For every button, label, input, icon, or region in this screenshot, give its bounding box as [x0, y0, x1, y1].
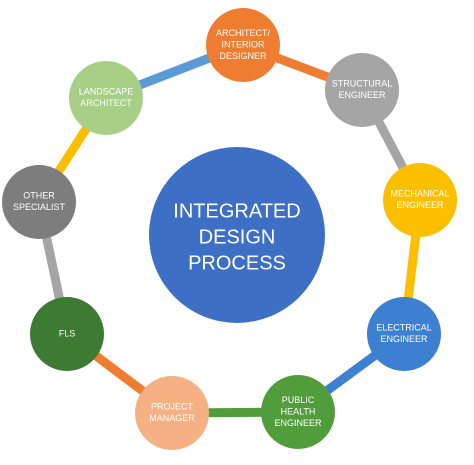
node-label-landscape: ARCHITECT: [80, 98, 132, 108]
node-label-architect: INTERIOR: [221, 39, 265, 49]
node-circle-mechanical: [383, 163, 457, 237]
node-label-electrical: ENGINEER: [380, 334, 428, 344]
node-label-other-specialist: SPECIALIST: [13, 202, 66, 212]
node-circle-electrical: [367, 297, 441, 371]
node-label-landscape: LANDSCAPE: [79, 87, 134, 97]
node-circle-structural: [325, 53, 399, 127]
node-circle-landscape: [69, 61, 143, 135]
center-label-line-3: PROCESS: [188, 252, 286, 274]
node-fls: FLS: [30, 297, 104, 371]
node-label-electrical: ELECTRICAL: [376, 323, 432, 333]
node-label-project-manager: PROJECT: [151, 402, 194, 412]
node-label-mechanical: ENGINEER: [396, 200, 444, 210]
node-circle-project-manager: [135, 376, 209, 450]
node-label-public-health: HEALTH: [281, 406, 316, 416]
center-label-line-2: DESIGN: [199, 226, 276, 248]
node-circle-fls: [30, 297, 104, 371]
role-nodes: ARCHITECT/INTERIORDESIGNERSTRUCTURALENGI…: [2, 8, 457, 450]
center-hub: INTEGRATED DESIGN PROCESS: [149, 147, 325, 323]
node-label-architect: DESIGNER: [219, 51, 267, 61]
node-circle-public-health: [261, 375, 335, 449]
node-label-structural: STRUCTURAL: [332, 79, 393, 89]
node-label-public-health: PUBLIC: [282, 395, 315, 405]
node-label-project-manager: MANAGER: [149, 413, 195, 423]
node-label-structural: ENGINEER: [338, 90, 386, 100]
node-label-fls: FLS: [59, 328, 76, 338]
node-circle-other-specialist: [2, 165, 76, 239]
node-label-mechanical: MECHANICAL: [390, 189, 449, 199]
center-circle: [149, 147, 325, 323]
center-label-line-1: INTEGRATED: [173, 200, 300, 222]
node-architect: ARCHITECT/INTERIOR DESIGNER: [206, 8, 280, 82]
node-label-architect: ARCHITECT/: [216, 28, 270, 38]
node-label-public-health: ENGINEER: [274, 418, 322, 428]
node-label-other-specialist: OTHER: [23, 191, 55, 201]
node-circle-architect: [206, 8, 280, 82]
